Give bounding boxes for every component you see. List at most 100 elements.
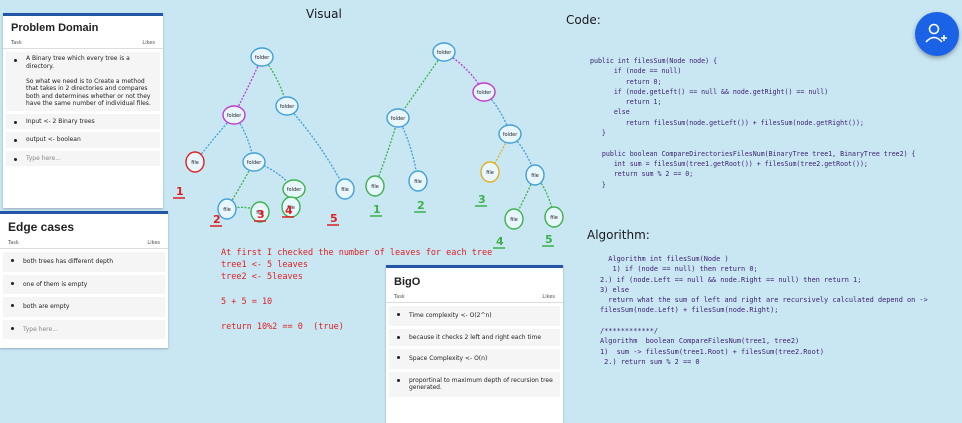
tree1-file-node: file [250,201,270,223]
code-title: Code: [566,13,601,27]
col-task: Task [394,294,405,300]
red-note-2: tree1 <- 5 leaves [221,260,308,270]
svg-text:file: file [371,184,379,190]
svg-text:folder: folder [391,116,406,122]
tree-edge [489,133,511,173]
tree-edge [513,174,536,220]
svg-text:file: file [486,170,494,176]
tree2-folder-node: folder [386,108,410,128]
problem-domain-title: Problem Domain [11,22,99,34]
tree2-folder-node: folder [472,82,496,102]
bigo-title: BigO [394,276,421,288]
list-item[interactable]: A Binary tree which every tree is a dire… [6,52,160,111]
tree-edge [226,206,261,213]
svg-text:file: file [256,210,264,216]
svg-text:file: file [510,217,518,223]
tree1-folder-node: folder [242,152,266,172]
svg-text:folder: folder [477,90,492,96]
edge-cases-card: Edge cases Task Likes both trees has dif… [0,211,168,348]
list-item[interactable]: Space Complexity <- O(n) [389,349,560,369]
tree2-file-node: file [525,164,545,186]
tree1-count: 5 [330,212,338,225]
code-block: public int filesSum(Node node) { if (nod… [590,57,916,189]
svg-text:folder: folder [287,187,302,193]
tree1-count: 3 [257,208,265,221]
tree1-folder-node: folder [275,96,299,116]
col-task: Task [11,40,22,46]
svg-text:file: file [287,205,295,211]
col-likes: Likes [542,294,555,300]
tree1-folder-node: folder [282,179,306,199]
tree2-file-node: file [365,175,385,197]
svg-text:folder: folder [247,160,262,166]
svg-text:file: file [550,215,558,221]
list-item[interactable]: both are empty [3,297,165,317]
svg-text:folder: folder [255,55,270,61]
bigo-table-header: Task Likes [386,292,563,303]
tree-edge [374,117,399,187]
list-item[interactable]: output <- boolean [6,132,160,148]
col-likes: Likes [142,40,155,46]
tree1-count: 4 [285,204,293,217]
tree2-file-node: file [504,208,524,230]
svg-text:file: file [341,187,349,193]
tree-edge [261,56,288,107]
bigo-card: BigO Task Likes Time complexity <- O(2^n… [386,265,563,423]
tree2-count: 3 [478,193,486,206]
col-likes: Likes [147,240,160,246]
tree2-root-node: folder [432,42,456,62]
tree1-folder-node: folder [222,105,246,125]
tree2-count: 1 [373,203,381,216]
col-task: Task [8,240,19,246]
red-note-5: return 10%2 == 0 (true) [221,322,344,332]
add-user-button[interactable] [915,12,959,56]
tree1-root-node: folder [250,47,274,67]
tree-edge [290,188,296,208]
algorithm-block: Algorithm int filesSum(Node ) 1) if (nod… [600,255,928,366]
problem-domain-card: Problem Domain Task Likes A Binary tree … [3,13,163,208]
edge-cases-title: Edge cases [8,220,75,234]
algorithm-title: Algorithm: [587,228,650,242]
tree2-file-node: file [480,161,500,183]
svg-text:folder: folder [437,50,452,56]
list-item[interactable]: Input <- 2 Binary trees [6,113,160,129]
tree-edge [509,133,536,176]
list-item[interactable]: Time complexity <- O(2^n) [389,306,560,326]
red-note-4: 5 + 5 = 10 [221,297,273,307]
svg-text:file: file [414,179,422,185]
tree-edge [226,161,255,210]
list-item[interactable]: one of them is empty [3,274,165,294]
tree1-count: 2 [213,213,221,226]
tree-edge [397,51,445,119]
problem-table-header: Task Likes [3,38,163,49]
tree-edge [286,105,346,190]
visual-title: Visual [306,7,342,21]
tree2-count: 5 [545,233,553,246]
tree2-count: 2 [417,199,425,212]
svg-text:folder: folder [503,132,518,138]
add-user-icon [925,23,947,43]
tree-edge [534,174,555,218]
tree-edge [233,56,263,116]
red-note-3: tree2 <- 5leaves [221,272,303,282]
list-item[interactable]: because it checks 2 left and right each … [389,328,560,346]
list-item[interactable]: both trees has different depth [3,252,165,272]
svg-text:file: file [223,207,231,213]
list-item[interactable]: proportinal to maximum depth of recursio… [389,371,560,397]
tree2-folder-node: folder [498,124,522,144]
svg-text:folder: folder [280,104,295,110]
add-item-input[interactable]: Type here... [3,319,165,339]
tree1-file-node: file [217,198,237,220]
tree1-file-node: file [185,151,205,173]
tree1-count: 1 [176,185,184,198]
tree1-file-node: file [281,196,301,218]
tree-edge [233,114,255,163]
tree2-file-node: file [408,170,428,192]
tree1-file-node: file [335,178,355,200]
tree-edge [397,117,419,182]
edge-table-header: Task Likes [0,238,168,249]
tree-edge [194,114,235,163]
svg-text:file: file [531,173,539,179]
add-item-input[interactable]: Type here... [6,150,160,166]
tree2-count: 4 [496,235,504,248]
